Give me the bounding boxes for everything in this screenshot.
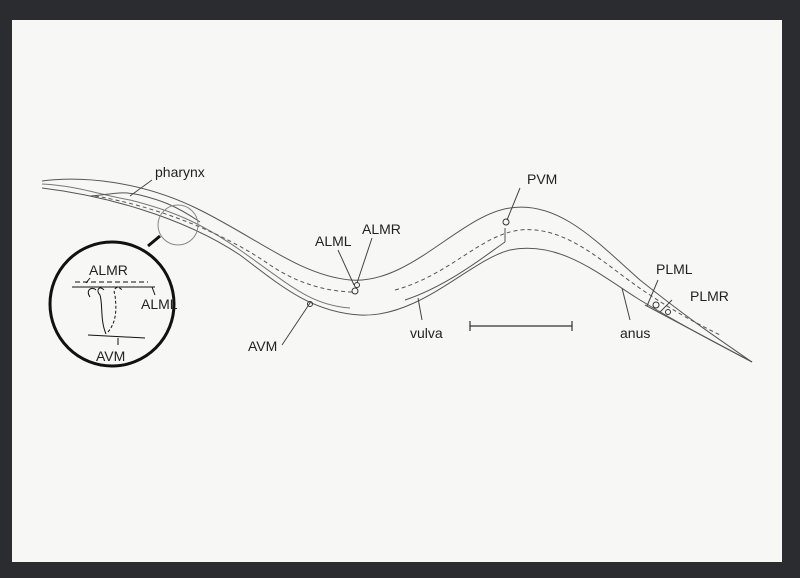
inset-label-almr: ALMR <box>89 262 128 278</box>
plml-cell <box>652 301 660 309</box>
pvm-cell <box>502 218 510 226</box>
label-plml: PLML <box>656 261 693 277</box>
label-almr: ALMR <box>362 221 401 237</box>
label-avm: AVM <box>248 338 277 354</box>
label-anus: anus <box>620 325 650 341</box>
tail-spike <box>644 304 753 363</box>
inset-pointer-line <box>147 234 161 248</box>
plmr-cell <box>665 309 671 315</box>
avm-cell <box>307 301 313 307</box>
cell-bodies <box>307 218 671 315</box>
inset-circle <box>48 240 176 368</box>
almr-cell <box>354 282 360 288</box>
inset-neuron-processes <box>85 277 107 335</box>
body-outline-inner <box>41 183 351 309</box>
label-pharynx: pharynx <box>155 164 205 180</box>
head-magnifier-circle <box>157 204 199 246</box>
label-pvm: PVM <box>527 171 557 187</box>
inset-alml-line <box>72 286 156 296</box>
leader-lines <box>129 179 673 346</box>
ventral-cord <box>404 228 506 301</box>
alm-dashed-process <box>94 195 356 293</box>
pharynx-outline <box>89 192 201 223</box>
plm-dashed-process <box>394 229 721 336</box>
body-outline-top <box>41 178 753 363</box>
inset-neuron-dashed <box>107 287 123 333</box>
alml-cell <box>351 287 359 295</box>
inset-label-avm: AVM <box>96 348 125 364</box>
scale-bar <box>469 321 573 331</box>
label-alml: ALML <box>315 233 352 249</box>
inset-label-alml: ALML <box>141 296 178 312</box>
inset-avm-line <box>87 334 146 345</box>
label-plmr: PLMR <box>690 288 729 304</box>
label-vulva: vulva <box>410 325 443 341</box>
